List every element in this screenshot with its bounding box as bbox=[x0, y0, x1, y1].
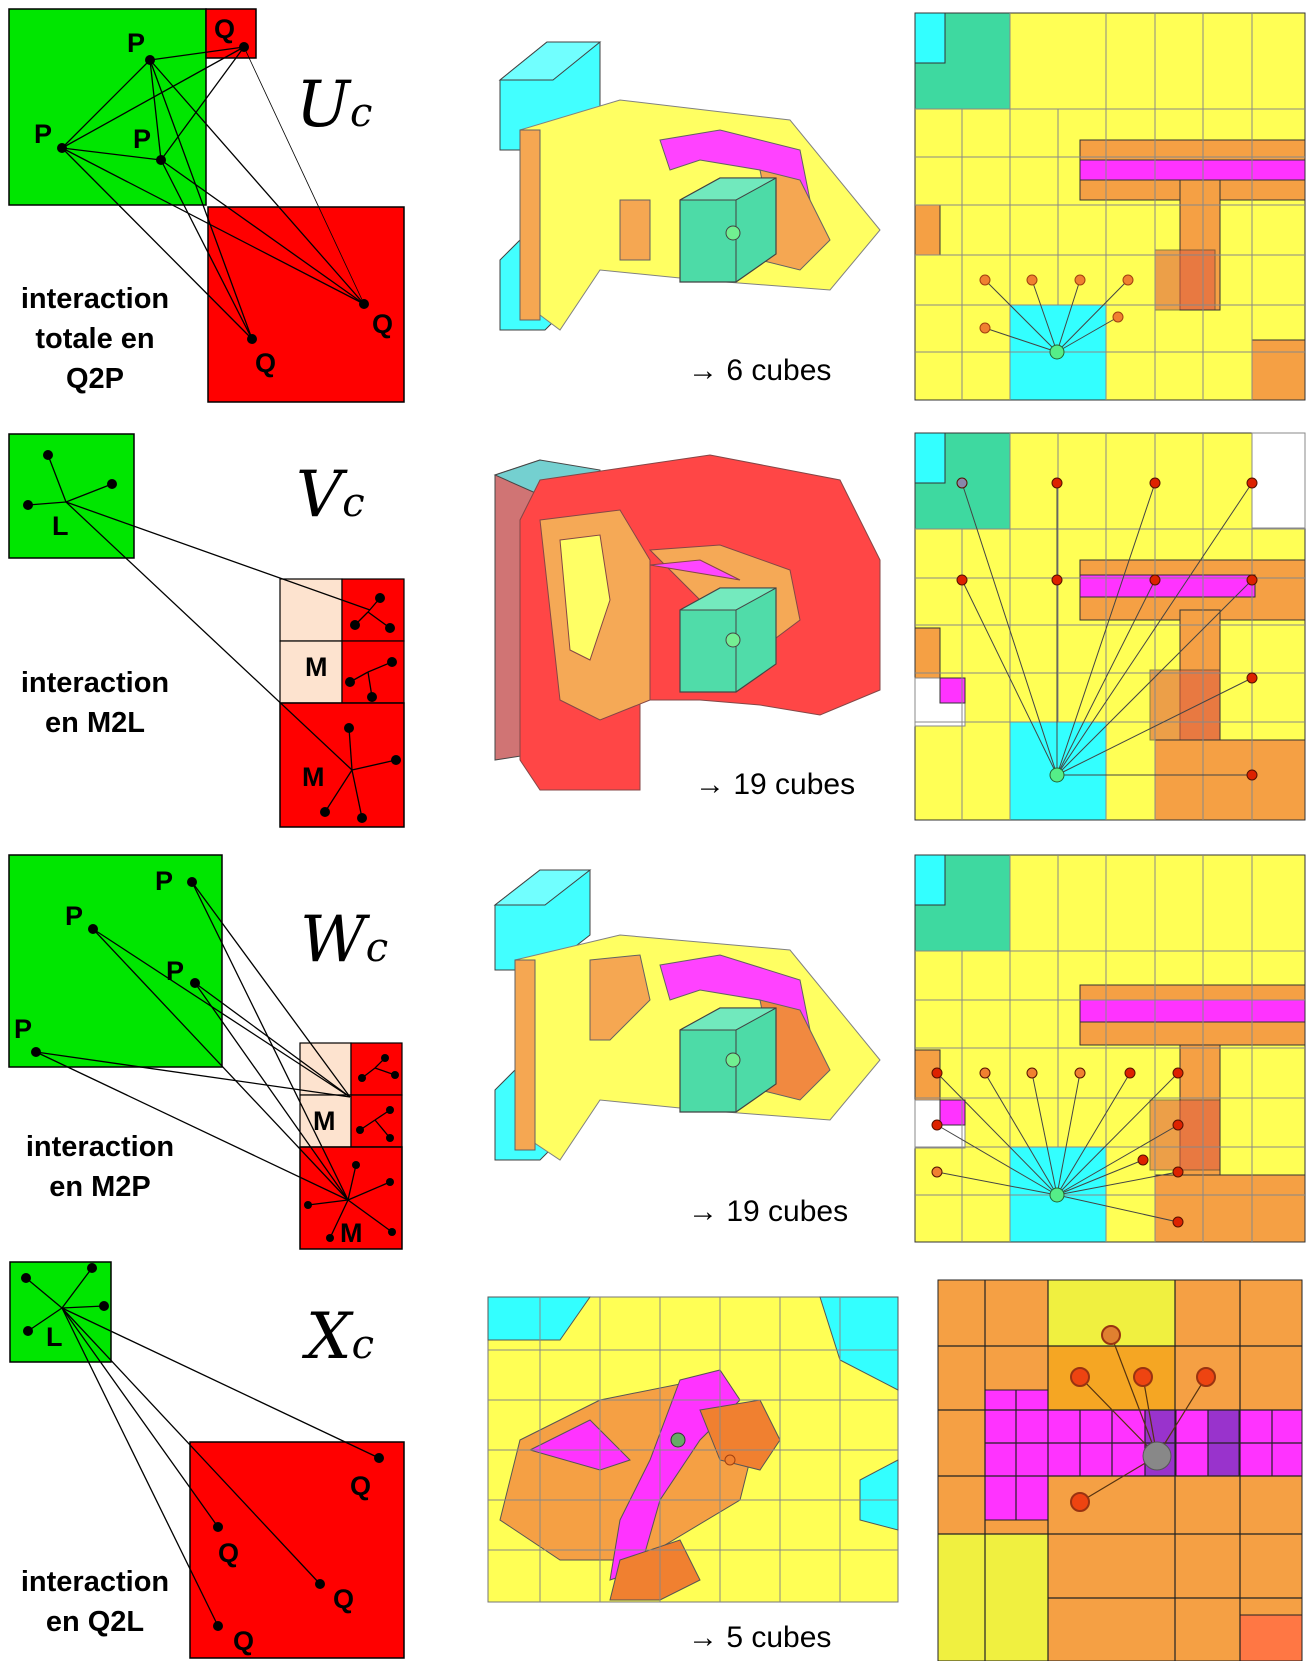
symbol-w-subscript: c bbox=[365, 925, 389, 971]
caption-m2p: interaction en M2P bbox=[5, 1127, 195, 1207]
label-q-q2l-4: Q bbox=[233, 1626, 254, 1656]
count-m2l: → 19 cubes bbox=[695, 768, 856, 801]
count-q2l: → 5 cubes bbox=[688, 1621, 832, 1654]
local-box-green bbox=[8, 433, 135, 559]
label-l: L bbox=[52, 511, 69, 541]
symbol-x-letter: X bbox=[306, 1300, 352, 1374]
multipole-big-red bbox=[279, 702, 405, 828]
count-q2p: → 6 cubes bbox=[688, 354, 832, 387]
multipole-small-red bbox=[341, 578, 405, 642]
symbol-v-subscript: c bbox=[342, 480, 365, 526]
symbol-v: Vc bbox=[296, 458, 365, 532]
row3-schematic: P P P P M M bbox=[8, 854, 403, 1250]
label-p1: P bbox=[127, 28, 145, 58]
label-q-q2l-2: Q bbox=[218, 1538, 239, 1568]
symbol-w-letter: W bbox=[300, 903, 366, 977]
row1-grid-view bbox=[914, 12, 1306, 401]
row1-schematic: P P P Q Q Q bbox=[8, 8, 405, 403]
label-p-m2p-1: P bbox=[155, 866, 173, 896]
particle-dots bbox=[57, 42, 369, 344]
caption-q2l-line2: en Q2L bbox=[45, 1606, 145, 1638]
row4-grid-view bbox=[937, 1279, 1303, 1661]
target-box-red-q2l bbox=[189, 1441, 405, 1659]
caption-m2p-line2: en M2P bbox=[49, 1171, 151, 1203]
label-l-q2l: L bbox=[46, 1322, 63, 1352]
caption-m2l-line2: en M2L bbox=[45, 707, 145, 739]
row3-cube-view bbox=[493, 869, 881, 1161]
label-q2: Q bbox=[372, 309, 393, 339]
caption-q2p-line1: interaction bbox=[20, 283, 170, 315]
label-m2: M bbox=[302, 762, 325, 792]
source-box-green-m2p bbox=[8, 854, 223, 1068]
row4-cube-view bbox=[487, 1296, 899, 1603]
label-m1: M bbox=[305, 652, 328, 682]
label-m-m2p-1: M bbox=[313, 1106, 336, 1136]
label-q1: Q bbox=[214, 14, 235, 44]
row2-grid-view bbox=[914, 432, 1306, 821]
label-p3: P bbox=[133, 124, 151, 154]
caption-m2l: interaction en M2L bbox=[0, 663, 190, 743]
multipole-small-peach bbox=[279, 578, 343, 642]
caption-m2p-line1: interaction bbox=[25, 1131, 175, 1163]
symbol-x-subscript: c bbox=[351, 1322, 374, 1368]
caption-q2p-line3: Q2P bbox=[65, 363, 125, 395]
interaction-lines bbox=[61, 46, 365, 340]
m2p-big-red bbox=[299, 1146, 403, 1250]
label-p-m2p-4: P bbox=[14, 1014, 32, 1044]
label-q-q2l-3: Q bbox=[333, 1584, 354, 1614]
row1-cube-view bbox=[498, 41, 881, 331]
row3-grid-view bbox=[914, 854, 1306, 1243]
label-p-m2p-2: P bbox=[65, 901, 83, 931]
target-box-red bbox=[207, 206, 405, 403]
caption-q2p: interaction totale en Q2P bbox=[0, 279, 190, 399]
label-q3: Q bbox=[255, 348, 276, 378]
caption-m2l-line1: interaction bbox=[20, 667, 170, 699]
symbol-u-subscript: c bbox=[349, 90, 373, 136]
source-box-green bbox=[8, 8, 207, 206]
row2-cube-view bbox=[493, 454, 881, 791]
symbol-v-letter: V bbox=[296, 458, 343, 532]
count-m2p: → 19 cubes bbox=[688, 1195, 849, 1228]
row2-schematic: L M M bbox=[8, 433, 405, 828]
symbol-x: Xc bbox=[306, 1300, 374, 1374]
m2p-small-peach-2 bbox=[299, 1094, 352, 1148]
caption-q2l: interaction en Q2L bbox=[0, 1562, 190, 1642]
symbol-w: Wc bbox=[300, 903, 388, 977]
caption-q2l-line1: interaction bbox=[20, 1566, 170, 1598]
row4-schematic: L Q Q Q Q bbox=[9, 1261, 405, 1659]
caption-q2p-line2: totale en bbox=[35, 323, 155, 355]
label-p-m2p-3: P bbox=[166, 956, 184, 986]
label-q-q2l-1: Q bbox=[350, 1471, 371, 1501]
symbol-u: Uc bbox=[296, 68, 372, 142]
label-p2: P bbox=[34, 119, 52, 149]
symbol-u-letter: U bbox=[296, 68, 350, 142]
label-m-m2p-2: M bbox=[340, 1218, 363, 1248]
